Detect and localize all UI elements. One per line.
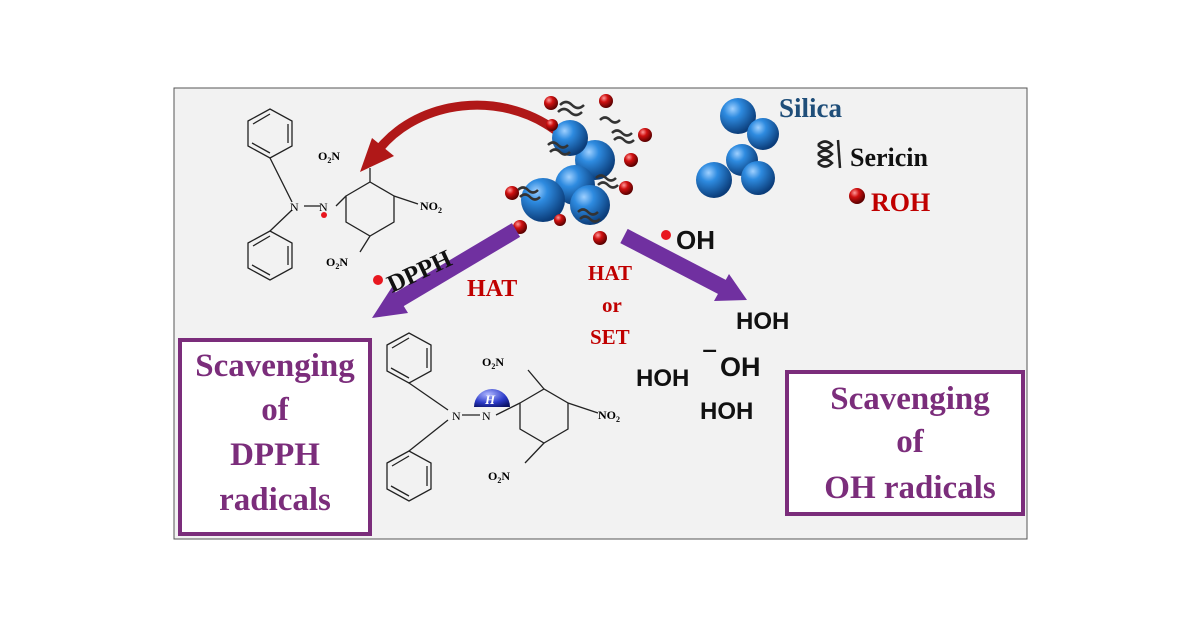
- curved-arrow: [375, 100, 560, 153]
- dpph-box-line-2: of: [261, 392, 290, 428]
- oh-box-line-3: OH radicals: [824, 470, 996, 506]
- dpph-box-line-3: DPPH: [230, 437, 320, 473]
- or-label: or: [602, 293, 622, 317]
- dpph-result-text: Scavenging of DPPH radicals: [195, 348, 355, 518]
- legend-roh-label: ROH: [871, 188, 930, 217]
- dpphh-n-h: N: [482, 409, 491, 423]
- oh-result-box: [785, 370, 1025, 516]
- silica-sericin-cluster: [505, 94, 652, 245]
- oh-result-text: Scavenging of OH radicals: [824, 381, 996, 506]
- dpph-box-line-4: radicals: [219, 482, 331, 518]
- curved-arrow-head: [360, 138, 394, 172]
- dpphh-no2: NO2: [598, 408, 620, 424]
- phenyl-ring-upper: [247, 108, 293, 159]
- hydroxide-minus: ‾: [703, 347, 717, 378]
- dpphh-o2n-bottom: O2N: [488, 469, 510, 485]
- oh-box-line-2: of: [896, 424, 925, 460]
- oh-box-line-1: Scavenging: [830, 381, 990, 417]
- hoh-label-2: HOH: [636, 365, 689, 392]
- dpph-box-line-1: Scavenging: [195, 348, 355, 384]
- dpphh-h-label: H: [484, 392, 496, 407]
- hydrogen-cap: [474, 389, 510, 407]
- hydroxide-label: OH: [720, 352, 761, 382]
- dpph-n-radical: N: [319, 200, 328, 214]
- oh-radical-dot: [661, 230, 671, 240]
- arrow-to-dpph: [372, 223, 521, 318]
- dpph-radical-dot: [321, 212, 327, 218]
- sericin-icon: [817, 139, 842, 169]
- dpphh-n-amine: N: [452, 409, 461, 423]
- dpphh-phenyl-upper: [386, 332, 432, 384]
- legend-sericin-label: Sericin: [850, 143, 929, 172]
- oh-radical-label: OH: [676, 225, 715, 255]
- dpph-result-box: [178, 338, 372, 536]
- roh-sphere-icon: [849, 188, 865, 204]
- dpphh-molecule: [386, 332, 599, 502]
- dpphh-o2n-top: O2N: [482, 355, 504, 371]
- arrow-to-oh: [620, 228, 747, 301]
- dpph-o2n-top: O2N: [318, 149, 340, 165]
- set-label: SET: [590, 325, 630, 349]
- hat-label-left: HAT: [467, 276, 517, 302]
- hoh-label-1: HOH: [736, 308, 789, 335]
- hat-label-center: HAT: [588, 261, 632, 285]
- hoh-label-3: HOH: [700, 398, 753, 425]
- dpph-no2: NO2: [420, 199, 442, 215]
- dpph-o2n-bottom: O2N: [326, 255, 348, 271]
- legend-silica-label: Silica: [779, 93, 843, 123]
- legend-silica-spheres: [696, 98, 779, 198]
- dpph-radical-label-dot: [373, 275, 383, 285]
- dpph-molecule: [247, 108, 419, 281]
- dpph-n-amine: N: [290, 200, 299, 214]
